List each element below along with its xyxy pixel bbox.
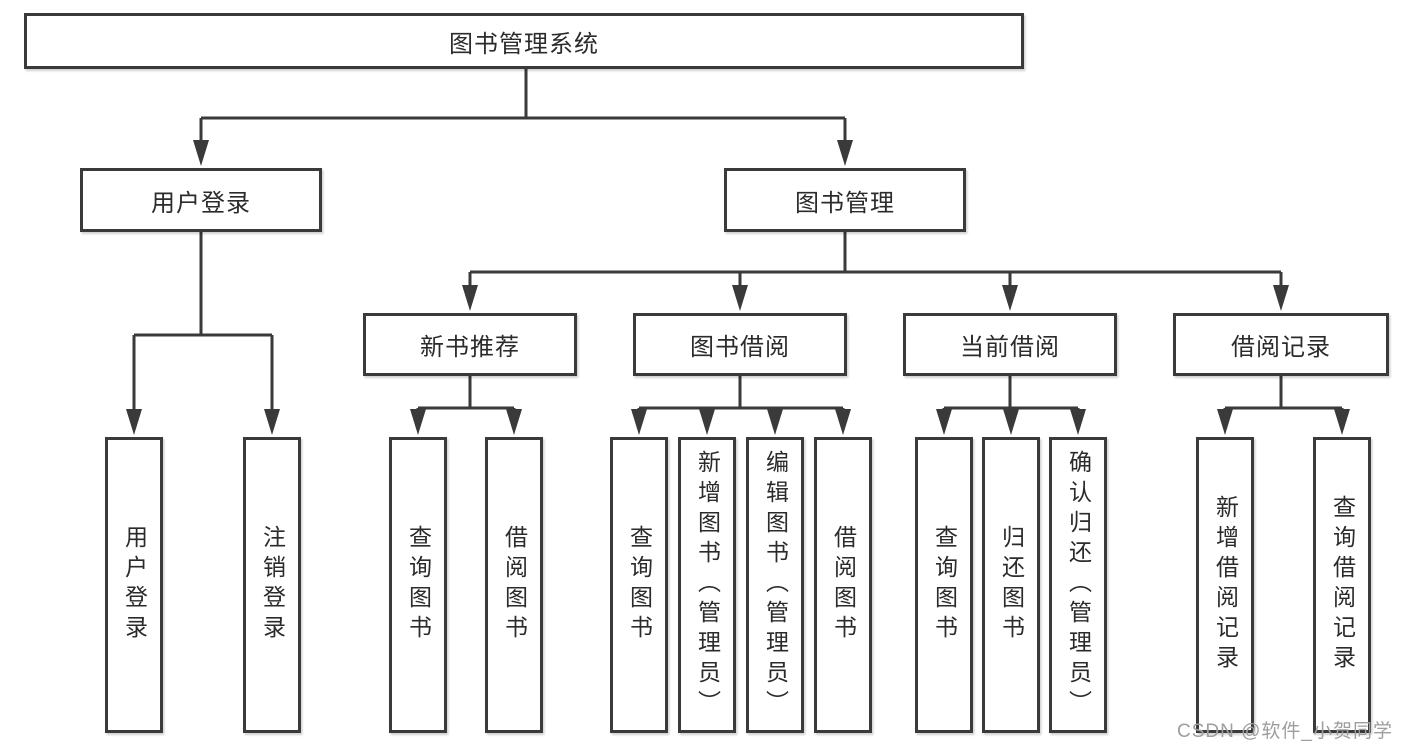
node-user-login: 用户登录 xyxy=(80,168,322,232)
node-borrowing-records: 借阅记录 xyxy=(1173,313,1389,376)
leaf-confirm-return-admin: 确认归还（管理员） xyxy=(1049,437,1107,733)
node-label: 当前借阅 xyxy=(960,334,1060,361)
node-label: 新增借阅记录 xyxy=(1212,495,1239,675)
node-label: 借阅图书 xyxy=(830,525,857,645)
leaf-query-books-current: 查询图书 xyxy=(915,437,973,733)
node-label: 借阅记录 xyxy=(1231,334,1331,361)
leaf-query-borrow-record: 查询借阅记录 xyxy=(1313,437,1371,733)
node-label: 用户登录 xyxy=(121,525,148,645)
leaf-logout: 注销登录 xyxy=(243,437,301,733)
node-library-management-system: 图书管理系统 xyxy=(24,13,1024,69)
node-label: 查询借阅记录 xyxy=(1329,495,1356,675)
leaf-return-book: 归还图书 xyxy=(982,437,1040,733)
leaf-user-login: 用户登录 xyxy=(105,437,163,733)
node-label: 确认归还（管理员） xyxy=(1065,450,1092,720)
node-label: 查询图书 xyxy=(626,525,653,645)
leaf-borrow-books-recommend: 借阅图书 xyxy=(485,437,543,733)
node-label: 注销登录 xyxy=(259,525,286,645)
leaf-edit-book-admin: 编辑图书（管理员） xyxy=(746,437,804,733)
node-label: 查询图书 xyxy=(931,525,958,645)
leaf-borrow-books-borrowing: 借阅图书 xyxy=(814,437,872,733)
node-label: 图书管理系统 xyxy=(449,30,599,58)
leaf-query-books-recommend: 查询图书 xyxy=(389,437,447,733)
leaf-add-book-admin: 新增图书（管理员） xyxy=(678,437,736,733)
node-label: 用户登录 xyxy=(151,189,251,217)
node-label: 查询图书 xyxy=(405,525,432,645)
node-book-management: 图书管理 xyxy=(724,168,966,232)
node-label: 编辑图书（管理员） xyxy=(762,450,789,720)
node-label: 新书推荐 xyxy=(420,334,520,361)
watermark: CSDN @软件_小贺同学 xyxy=(1177,721,1393,742)
node-label: 图书借阅 xyxy=(690,334,790,361)
leaf-add-borrow-record: 新增借阅记录 xyxy=(1196,437,1254,733)
node-new-book-recommendation: 新书推荐 xyxy=(363,313,577,376)
node-label: 归还图书 xyxy=(998,525,1025,645)
node-label: 图书管理 xyxy=(795,189,895,217)
leaf-query-books-borrowing: 查询图书 xyxy=(610,437,668,733)
node-label: 新增图书（管理员） xyxy=(694,450,721,720)
node-book-borrowing: 图书借阅 xyxy=(633,313,847,376)
node-current-borrowing: 当前借阅 xyxy=(903,313,1117,376)
node-label: 借阅图书 xyxy=(501,525,528,645)
